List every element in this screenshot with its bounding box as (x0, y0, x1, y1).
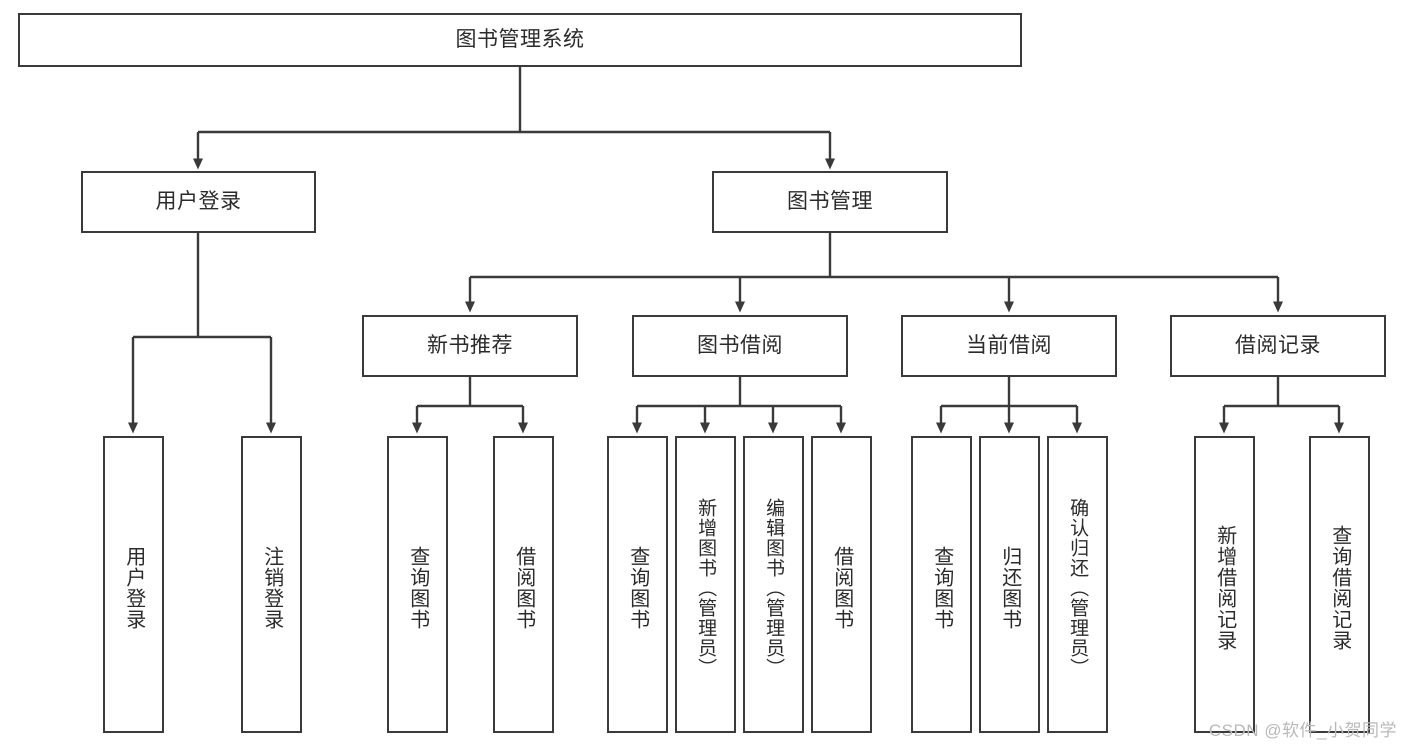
node-leaf-edit-book-label: 编辑图书（管理员） (763, 497, 785, 678)
node-book-borrow-label: 图书借阅 (697, 333, 783, 357)
node-leaf-logout-login[interactable]: 注销登录 (241, 436, 302, 733)
node-book-manage-label: 图书管理 (787, 189, 873, 213)
node-leaf-query-book-1[interactable]: 查询图书 (387, 436, 448, 733)
node-user-login-label: 用户登录 (155, 189, 242, 213)
node-root[interactable]: 图书管理系统 (18, 13, 1022, 67)
node-borrow-record-label: 借阅记录 (1235, 333, 1321, 357)
node-leaf-user-login-label: 用户登录 (122, 545, 145, 630)
node-leaf-query-book-2-label: 查询图书 (626, 545, 649, 630)
node-leaf-borrow-book-2[interactable]: 借阅图书 (811, 436, 872, 733)
node-leaf-user-login[interactable]: 用户登录 (103, 436, 164, 733)
node-leaf-add-record[interactable]: 新增借阅记录 (1194, 436, 1255, 733)
node-leaf-confirm-return-label: 确认归还（管理员） (1067, 497, 1089, 678)
node-leaf-query-record-label: 查询借阅记录 (1328, 524, 1351, 651)
node-book-borrow[interactable]: 图书借阅 (632, 315, 848, 377)
node-leaf-query-book-3-label: 查询图书 (930, 545, 953, 630)
node-leaf-add-record-label: 新增借阅记录 (1213, 524, 1236, 651)
node-leaf-query-record[interactable]: 查询借阅记录 (1309, 436, 1370, 733)
node-leaf-return-book-label: 归还图书 (998, 545, 1021, 630)
node-leaf-confirm-return[interactable]: 确认归还（管理员） (1047, 436, 1108, 733)
node-borrow-record[interactable]: 借阅记录 (1170, 315, 1386, 377)
node-leaf-borrow-book-1[interactable]: 借阅图书 (493, 436, 554, 733)
node-leaf-query-book-3[interactable]: 查询图书 (911, 436, 972, 733)
node-leaf-add-book-label: 新增图书（管理员） (695, 497, 717, 678)
node-leaf-logout-login-label: 注销登录 (260, 545, 283, 630)
node-user-login[interactable]: 用户登录 (81, 171, 316, 233)
node-current-borrow[interactable]: 当前借阅 (901, 315, 1117, 377)
node-leaf-query-book-2[interactable]: 查询图书 (607, 436, 668, 733)
node-new-book-recommend[interactable]: 新书推荐 (362, 315, 578, 377)
node-book-manage[interactable]: 图书管理 (712, 171, 948, 233)
node-leaf-query-book-1-label: 查询图书 (406, 545, 429, 630)
node-leaf-return-book[interactable]: 归还图书 (979, 436, 1040, 733)
node-leaf-borrow-book-1-label: 借阅图书 (512, 545, 535, 630)
node-leaf-add-book[interactable]: 新增图书（管理员） (675, 436, 736, 733)
node-leaf-edit-book[interactable]: 编辑图书（管理员） (743, 436, 804, 733)
node-leaf-borrow-book-2-label: 借阅图书 (830, 545, 853, 630)
node-root-label: 图书管理系统 (455, 27, 585, 51)
node-new-book-recommend-label: 新书推荐 (427, 333, 513, 357)
csdn-watermark: CSDN @软件_小贺同学 (1208, 721, 1397, 740)
node-current-borrow-label: 当前借阅 (966, 333, 1052, 357)
